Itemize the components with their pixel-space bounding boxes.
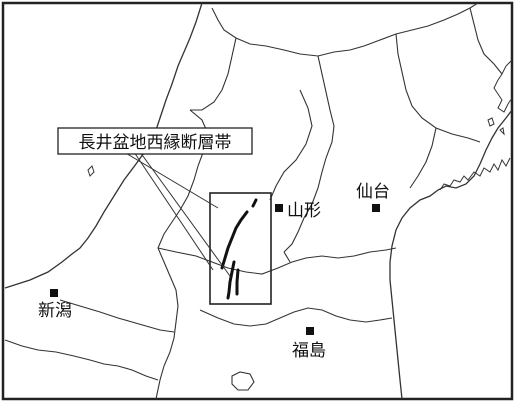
- northeast-coast-detail: [493, 59, 513, 113]
- east-coastline: [389, 109, 513, 400]
- fault-trace: [220, 198, 258, 300]
- callout-box: [57, 127, 253, 155]
- fukushima-marker-icon: [306, 327, 314, 335]
- city-label-sendai: 仙台: [356, 182, 390, 202]
- niigata-marker-icon: [50, 289, 58, 297]
- sendai-marker-icon: [372, 204, 380, 212]
- city-label-niigata: 新潟: [38, 301, 72, 321]
- west-coastline: [4, 2, 203, 289]
- northeast-islands: [487, 117, 505, 136]
- city-label-fukushima: 福島: [292, 341, 326, 361]
- bay-coast-detail: [439, 157, 511, 191]
- city-label-yamagata: 山形: [287, 201, 321, 221]
- callout-label: 長井盆地西縁断層帯: [79, 133, 232, 153]
- callout-leader-lines: [123, 151, 231, 277]
- small-island: [87, 165, 95, 177]
- yamagata-marker-icon: [275, 204, 283, 212]
- prefecture-borders: [4, 2, 503, 400]
